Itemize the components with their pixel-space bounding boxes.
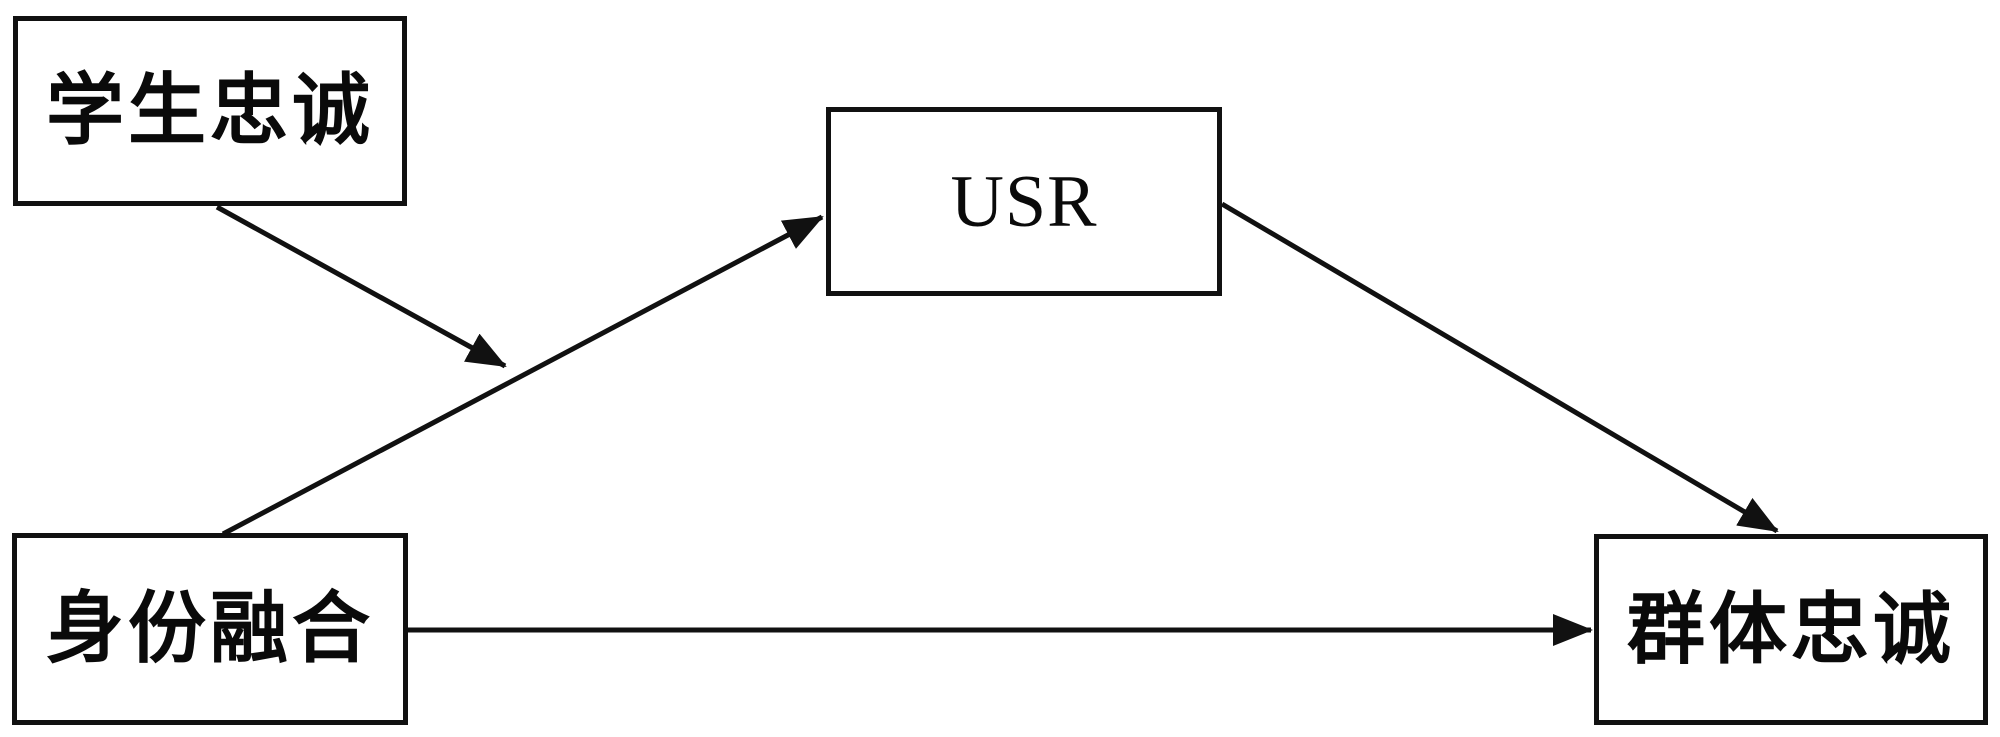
- node-student-loyalty-label: 学生忠诚: [45, 65, 374, 156]
- edge-identity-fusion-to-usr: [221, 214, 824, 537]
- node-usr[interactable]: USR: [826, 107, 1222, 296]
- node-identity-fusion[interactable]: 身份融合: [12, 533, 408, 725]
- node-group-loyalty-label: 群体忠诚: [1626, 583, 1955, 675]
- edge-student-loyalty-moderation: [215, 204, 507, 369]
- node-identity-fusion-label: 身份融合: [45, 583, 374, 674]
- edge-usr-to-group-loyalty: [1220, 201, 1779, 534]
- node-student-loyalty[interactable]: 学生忠诚: [13, 16, 407, 206]
- node-usr-label: USR: [950, 160, 1098, 243]
- node-group-loyalty[interactable]: 群体忠诚: [1594, 534, 1988, 725]
